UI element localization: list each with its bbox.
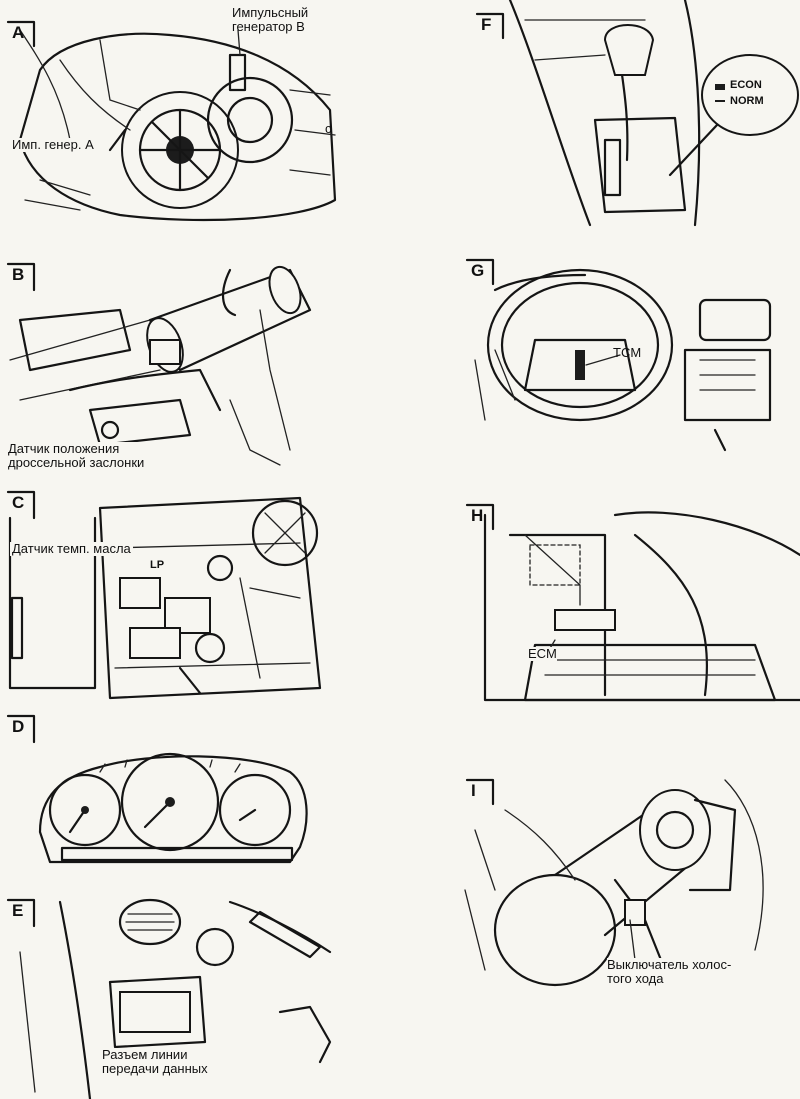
- panel-e-label-data-connector: Разъем линии передачи данных: [102, 1047, 208, 1076]
- panel-f-letter: F: [481, 15, 492, 34]
- panel-b-letter: B: [12, 265, 25, 284]
- panel-d-letter: D: [12, 717, 25, 736]
- panel-h-letter: H: [471, 506, 484, 525]
- panel-a-drawing: [6, 20, 337, 222]
- panel-f: F ECON NORM: [455, 0, 800, 235]
- panel-i-drawing: [464, 778, 764, 987]
- panel-i-letter: I: [471, 781, 476, 800]
- panel-f-switch-norm: NORM: [730, 95, 764, 107]
- panel-f-drawing: [475, 0, 799, 227]
- panel-c-label-oil-temp-sensor: Датчик темп. масла: [10, 541, 133, 556]
- panel-a-label-generator-b: Импульсный генератор В: [232, 5, 309, 34]
- panel-g-drawing: [465, 258, 772, 452]
- panel-c: C Датчик темп. масла LP: [0, 488, 345, 703]
- panel-g: G TCM: [455, 250, 800, 470]
- panel-a-label-generator-a: Имп. генер. А: [10, 137, 96, 152]
- panel-f-switch-econ: ECON: [730, 79, 762, 91]
- panel-h-label-ecm: ECM: [528, 646, 557, 661]
- panel-b: B Датчик положения дроссельной заслонки: [0, 250, 345, 475]
- panel-e-letter: E: [12, 901, 24, 920]
- panel-b-drawing: [6, 262, 312, 466]
- panel-g-label-tcm: TCM: [613, 345, 642, 360]
- panel-b-label-throttle-sensor: Датчик положения дроссельной заслонки: [8, 441, 145, 470]
- panel-d: D: [0, 712, 345, 877]
- panel-a-letter: A: [12, 23, 25, 42]
- panel-d-drawing: [6, 714, 308, 864]
- panel-i-label-idle-switch: Выключатель холос- того хода: [607, 957, 732, 986]
- panel-c-mark-lp: LP: [150, 559, 165, 571]
- panel-i: I Выключатель холос- того хода: [455, 770, 800, 1000]
- panel-h: H ECM: [455, 495, 800, 710]
- panel-c-letter: C: [12, 493, 25, 512]
- panel-e: E Разъем линии передачи данных: [0, 892, 345, 1099]
- panel-g-letter: G: [471, 261, 485, 280]
- panel-c-drawing: [6, 490, 322, 700]
- panel-a: A Импульсный генератор В Имп. генер. А c: [0, 0, 345, 235]
- panel-a-edge-c: c: [325, 121, 332, 136]
- panel-e-drawing: [6, 898, 332, 1099]
- panel-h-drawing: [465, 503, 800, 702]
